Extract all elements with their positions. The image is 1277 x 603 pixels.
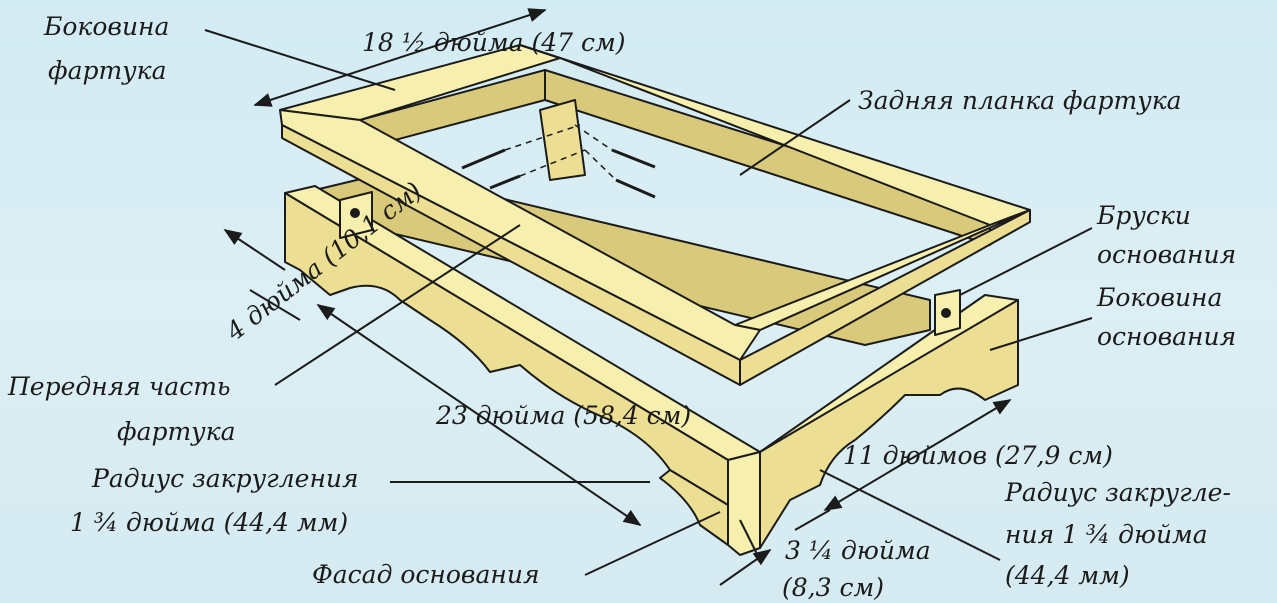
label-base-blocks-line1: Бруски <box>1097 201 1191 230</box>
label-radius-right-line1: Радиус закругле- <box>1005 478 1231 507</box>
label-base-side-line1: Боковина <box>1097 283 1223 312</box>
base-front-end <box>727 451 761 556</box>
label-base-side-line2: основания <box>1097 322 1237 351</box>
label-dim-3-line1: 3 ¼ дюйма <box>785 536 931 565</box>
apron-frame <box>279 44 1031 386</box>
label-base-blocks-line2: основания <box>1097 240 1237 269</box>
base-front-face <box>659 469 729 546</box>
label-back-rail: Задняя планка фартука <box>858 86 1182 115</box>
label-apron-side-line1: Боковина <box>44 12 170 41</box>
apron-corner-block <box>539 99 586 181</box>
label-apron-side-line2: фартука <box>48 56 167 85</box>
label-front-apron-line1: Передняя часть <box>8 372 231 401</box>
label-base-front: Фасад основания <box>312 560 540 589</box>
label-radius-right-line3: (44,4 мм) <box>1005 561 1130 590</box>
base-frame <box>284 171 1019 556</box>
leader-lines <box>204 8 1093 586</box>
label-dim-23: 23 дюйма (58,4 см) <box>436 401 692 430</box>
dashed-guides <box>504 124 617 181</box>
apron-outer-right-edge <box>739 209 1031 386</box>
label-front-apron-line2: фартука <box>117 417 236 446</box>
apron-back-rail <box>519 44 1031 226</box>
label-dim-3-line2: (8,3 см) <box>782 573 884 602</box>
screws <box>461 148 656 199</box>
label-dim-18: 18 ½ дюйма (47 см) <box>362 28 626 57</box>
label-dim-11: 11 дюймов (27,9 см) <box>843 441 1113 470</box>
label-radius-left-line2: 1 ¾ дюйма (44,4 мм) <box>70 508 349 537</box>
label-radius-left-line1: Радиус закругления <box>92 464 359 493</box>
label-radius-right-line2: ния 1 ¾ дюйма <box>1005 520 1208 549</box>
